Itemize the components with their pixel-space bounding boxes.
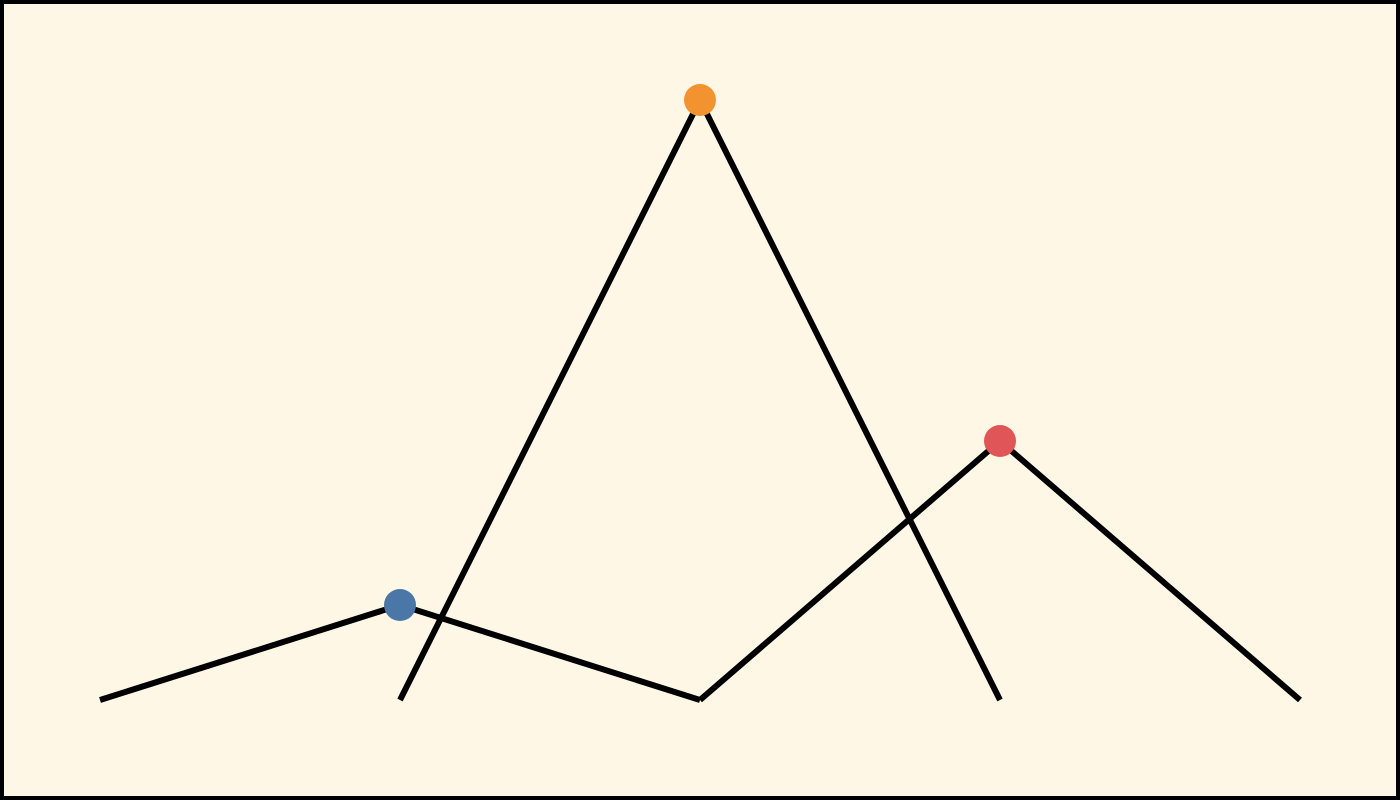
left-peak-marker [384,589,416,621]
right-peak-marker [984,425,1016,457]
peak-markers-group [384,84,1016,621]
center-peak-marker [684,84,716,116]
